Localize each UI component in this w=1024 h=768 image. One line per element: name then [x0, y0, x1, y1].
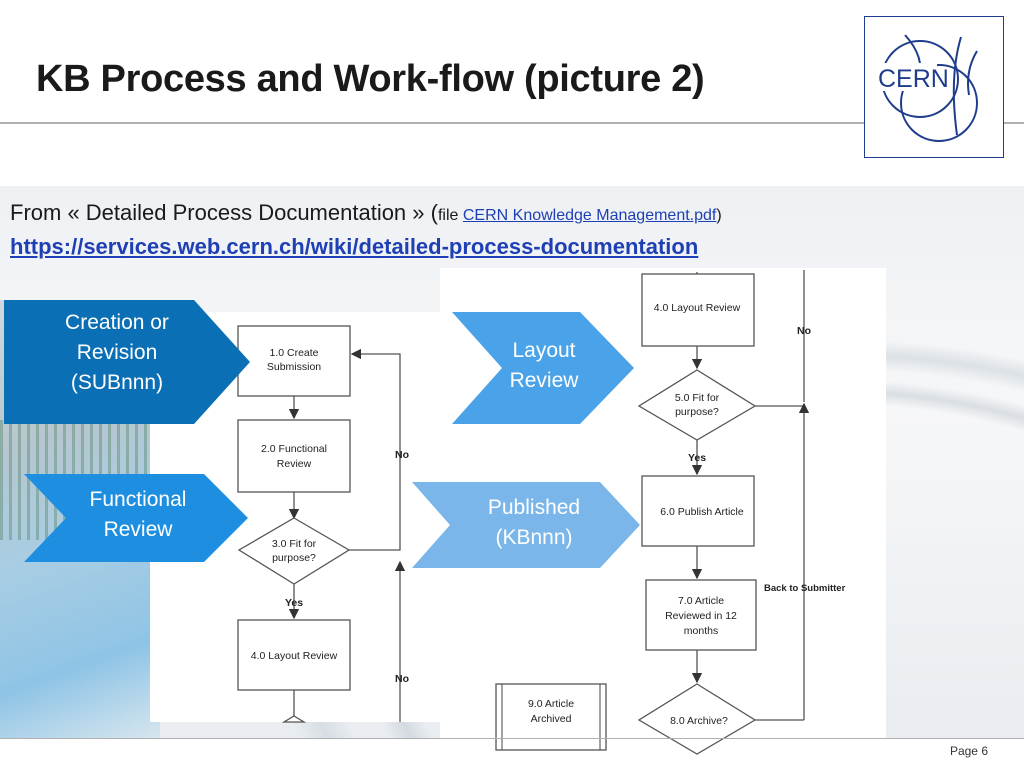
stage-chevron-layout — [452, 312, 634, 424]
no-label-left-bottom: No — [395, 673, 409, 685]
step-4-right-label: 4.0 Layout Review — [654, 302, 741, 314]
cern-logo-icon: CERN — [875, 34, 978, 142]
step-4-box-right — [641, 273, 755, 347]
pdf-link[interactable]: CERN Knowledge Management.pdf — [462, 207, 717, 224]
source-suffix: ) — [716, 207, 722, 224]
stage-chevron-functional — [24, 474, 248, 562]
decision-8-diamond — [637, 683, 757, 755]
decision-3-diamond — [237, 517, 351, 585]
slide-title: KB Process and Work-flow (picture 2) — [36, 58, 705, 100]
step-2-box — [237, 419, 351, 493]
step-9-box — [495, 683, 607, 751]
stage-chevron-published — [412, 482, 640, 568]
step-9-line2: Archived — [531, 713, 572, 725]
cern-logo-text: CERN — [878, 65, 949, 93]
back-to-submitter-label: Back to Submitter — [764, 583, 846, 594]
wiki-url-link[interactable]: https://services.web.cern.ch/wiki/detail… — [10, 234, 699, 259]
decision-3-line2: purpose? — [272, 552, 316, 564]
step-1-line2: Submission — [267, 361, 321, 373]
step-7-line3: months — [684, 625, 718, 637]
step-7-box — [645, 579, 757, 651]
decision-5-line1: 5.0 Fit for — [675, 392, 720, 404]
step-1-line1: 1.0 Create — [269, 347, 318, 359]
no-label-left-top: No — [395, 449, 409, 461]
decision-5-line2: purpose? — [675, 406, 719, 418]
source-file-word: file — [437, 207, 463, 224]
source-prefix: From « Detailed Process Documentation » … — [10, 200, 438, 225]
step-7-line2: Reviewed in 12 — [665, 610, 737, 622]
decision-partial-left — [281, 715, 307, 723]
decision-8-label: 8.0 Archive? — [670, 715, 728, 727]
step-4-box-left — [237, 619, 351, 691]
page-number: Page 6 — [949, 744, 988, 758]
yes-label-right: Yes — [688, 452, 706, 464]
step-1-box — [237, 325, 351, 397]
decision-3-line1: 3.0 Fit for — [272, 538, 317, 550]
source-line: From « Detailed Process Documentation » … — [10, 200, 722, 226]
step-2-line2: Review — [277, 458, 312, 470]
footer-rule — [0, 738, 1024, 739]
yes-label-left: Yes — [285, 597, 303, 609]
cern-logo: CERN — [864, 16, 1004, 158]
stage-chevron-creation — [4, 300, 250, 424]
title-rule — [0, 122, 1024, 124]
step-2-line1: 2.0 Functional — [261, 443, 327, 455]
step-6-box — [641, 475, 755, 547]
stage-published-label: Published(KBnnn) — [487, 496, 581, 549]
decision-5-diamond — [637, 369, 757, 441]
step-9-line1: 9.0 Article — [528, 698, 574, 710]
step-4-left-label: 4.0 Layout Review — [251, 650, 338, 662]
step-6-label: 6.0 Publish Article — [660, 506, 744, 518]
no-label-right: No — [797, 325, 811, 337]
step-7-line1: 7.0 Article — [678, 595, 724, 607]
